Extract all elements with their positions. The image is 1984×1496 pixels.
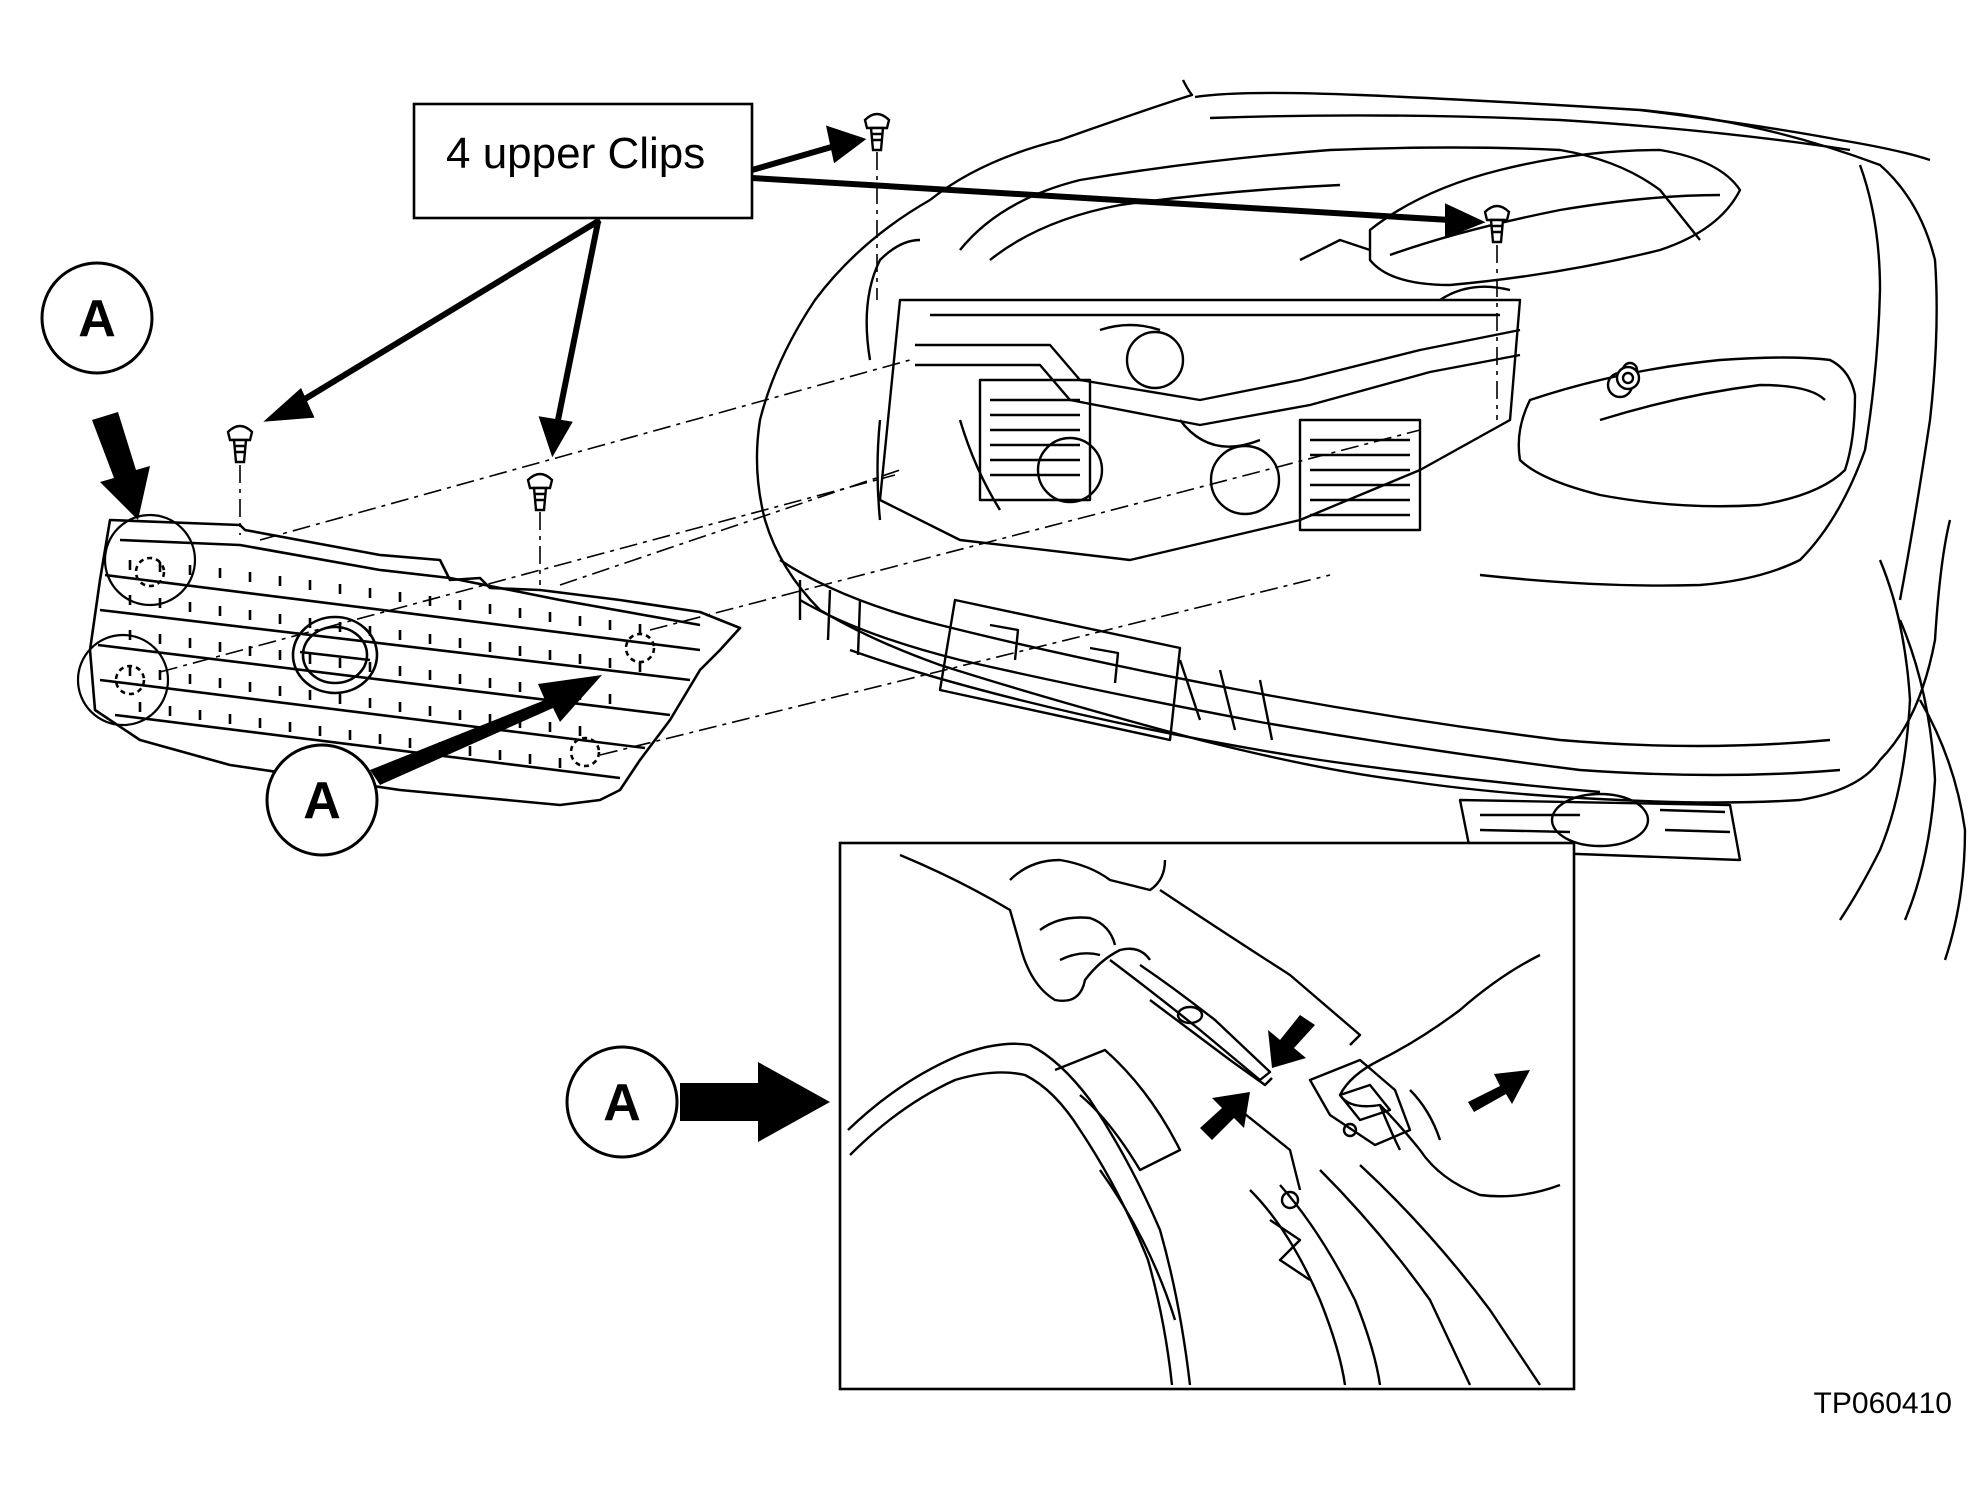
figure-code: TP060410 xyxy=(1814,1387,1952,1420)
front-grille xyxy=(76,513,742,807)
detail-inset xyxy=(838,841,1576,1391)
callout-text: 4 upper Clips xyxy=(446,129,705,178)
vehicle-front-illustration xyxy=(755,79,1967,961)
arrow-a-detail xyxy=(680,1062,830,1142)
label-a-circle-2: A xyxy=(265,743,379,857)
arrow-a-top xyxy=(92,412,150,520)
detail-hand-and-pliers xyxy=(847,853,1561,1386)
detail-inset-frame xyxy=(838,841,1576,1391)
label-a-text: A xyxy=(603,1074,641,1132)
detail-direction-arrows xyxy=(1200,1015,1530,1140)
alignment-lines xyxy=(159,152,1498,756)
label-a-circle-3: A xyxy=(565,1045,679,1159)
arrow-a-bottom xyxy=(370,675,602,785)
label-a-circle-1: A xyxy=(40,261,154,375)
grommet-icon xyxy=(1615,365,1641,391)
clip-icon xyxy=(226,424,254,464)
clip-icon xyxy=(1483,204,1511,244)
clip-pins xyxy=(226,112,1641,512)
label-a-text: A xyxy=(78,290,116,348)
clip-icon xyxy=(863,112,891,152)
callout-box xyxy=(412,102,754,220)
callout-arrows xyxy=(263,125,1486,458)
upper-clips-callout: 4 upper Clips xyxy=(412,102,754,220)
clip-icon xyxy=(526,472,554,512)
label-a-text: A xyxy=(303,772,341,830)
